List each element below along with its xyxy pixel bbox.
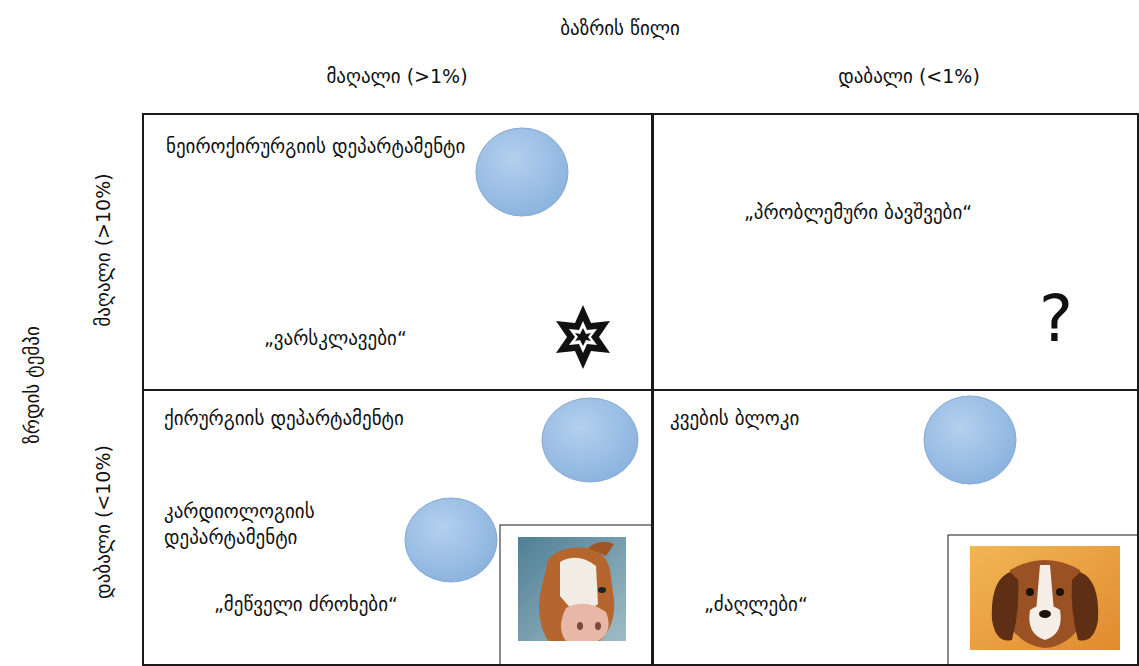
matrix-quadrant: კვების ბლოკი „ძაღლები“ xyxy=(652,389,1139,666)
quadrant-text: „ძაღლები“ xyxy=(704,591,808,617)
quadrant-text: ? xyxy=(1039,283,1073,355)
quadrant-text: კარდიოლოგიის დეპარტამენტი xyxy=(164,498,399,550)
axis-title: ბაზრის წილი xyxy=(470,14,770,42)
matrix-quadrant: „პრობლემური ბავშვები“? xyxy=(652,113,1139,391)
star-icon xyxy=(556,305,610,369)
column-header: მაღალი (>1%) xyxy=(247,62,547,90)
matrix-quadrant: ქირურგიის დეპარტამენტი კარდიოლოგიის დეპარ… xyxy=(142,389,653,666)
cow-picture xyxy=(518,537,626,641)
column-header: დაბალი (<1%) xyxy=(759,62,1059,90)
picture-frame xyxy=(948,535,1139,666)
blue-circle xyxy=(476,128,568,216)
quadrant-text: „მეწველი ძროხები“ xyxy=(214,591,398,617)
quadrant-text: ქირურგიის დეპარტამენტი xyxy=(164,405,404,431)
row-header: მაღალი (>10%) xyxy=(89,100,117,400)
quadrant-text: ნეიროქირურგიის დეპარტამენტი xyxy=(166,133,465,159)
picture-frame xyxy=(500,525,652,666)
dog-picture xyxy=(970,546,1120,650)
matrix-quadrant: ნეიროქირურგიის დეპარტამენტი „ვარსკლავები“ xyxy=(142,113,653,391)
blue-circle xyxy=(542,398,638,482)
axis-title: ზრდის ტემპი xyxy=(18,235,46,535)
row-header: დაბალი (<10%) xyxy=(89,372,117,666)
quadrant-text: „პრობლემური ბავშვები“ xyxy=(744,199,972,225)
blue-circle xyxy=(924,396,1016,484)
quadrant-text: „ვარსკლავები“ xyxy=(264,325,407,351)
blue-circle xyxy=(405,498,497,582)
quadrant-text: კვების ბლოკი xyxy=(670,405,799,431)
